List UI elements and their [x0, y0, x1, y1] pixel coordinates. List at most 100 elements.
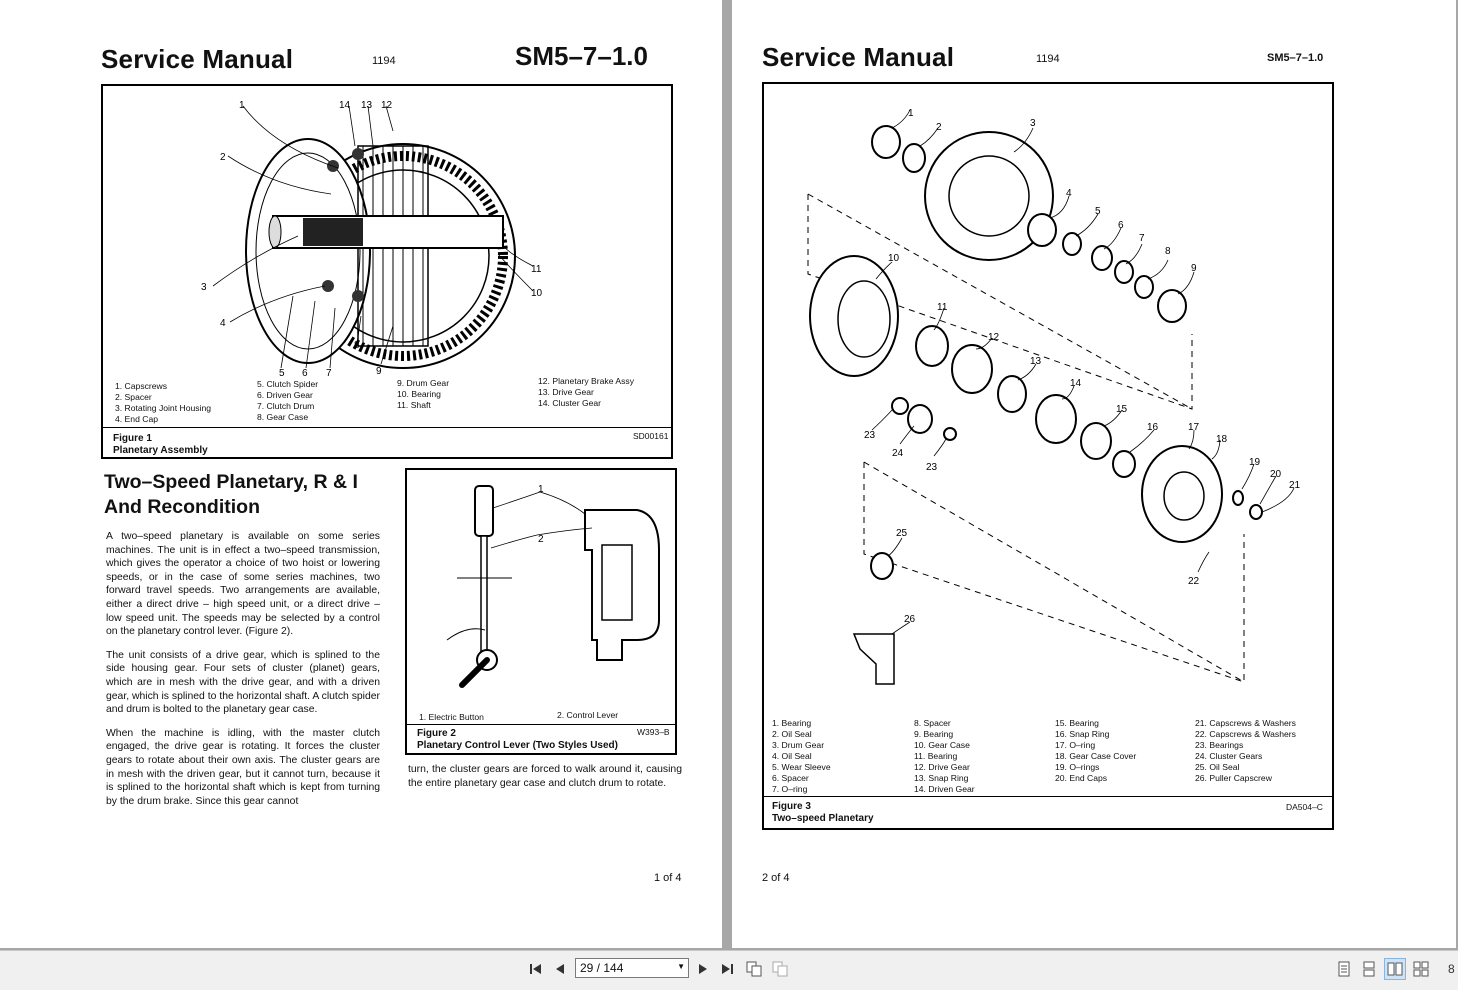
fig3-callout: 26: [904, 614, 916, 625]
first-page-icon[interactable]: [525, 958, 547, 980]
legend-item: 24. Cluster Gears: [1195, 751, 1263, 761]
legend-item: 13. Drive Gear: [538, 387, 594, 397]
page-number-field[interactable]: 29 / 144 ▼: [575, 958, 689, 978]
fig2-callout: 1: [538, 484, 544, 495]
zoom-value-partial[interactable]: 8: [1448, 962, 1455, 976]
chevron-down-icon[interactable]: ▼: [677, 962, 685, 971]
two-page-continuous-view-icon[interactable]: [1410, 958, 1432, 980]
left-page: Service Manual 1194 SM5–7–1.0: [0, 0, 722, 948]
fig1-callout: 1: [239, 100, 245, 111]
fig3-callout: 6: [1118, 220, 1124, 231]
fig3-callout: 13: [1030, 356, 1042, 367]
legend-item: 9. Bearing: [914, 729, 954, 739]
page-number-value: 29 / 144: [580, 961, 624, 975]
planetary-assembly-illustration: 1 2 3 4 5 6 7 8 9 10 11 12 13 14: [201, 100, 543, 379]
duplicate-page-icon[interactable]: [769, 958, 791, 980]
fig3-callout: 24: [892, 448, 904, 459]
legend-item: 7. O–ring: [772, 784, 808, 794]
figure-1-code: SD00161: [633, 431, 669, 441]
legend-item: 14. Driven Gear: [914, 784, 975, 794]
figure-3-callouts: 1 2 3 4 5 6 7 8 9 10 11 12 13 14 15 16 1…: [864, 108, 1301, 625]
figure-3-code: DA504–C: [1286, 802, 1323, 812]
single-page-view-icon[interactable]: [1333, 958, 1355, 980]
fig3-callout: 22: [1188, 576, 1200, 587]
fig1-callout: 5: [279, 368, 285, 379]
legend-item: 10. Gear Case: [914, 740, 970, 750]
legend-item: 15. Bearing: [1055, 718, 1099, 728]
legend-item: 2. Spacer: [115, 392, 152, 402]
caption-label: Figure 1: [113, 433, 152, 444]
fig2-legend-item-1: 1. Electric Button: [419, 712, 484, 722]
legend-item: 18. Gear Case Cover: [1055, 751, 1137, 761]
figure-2-caption-divider: [407, 724, 675, 725]
fig1-legend-col-2: 5. Clutch Spider 6. Driven Gear 7. Clutc…: [257, 379, 318, 423]
fig1-callout: 7: [326, 368, 332, 379]
legend-item: 3. Drum Gear: [772, 740, 825, 750]
fig1-callout: 9: [376, 366, 382, 377]
fig1-callout: 11: [531, 264, 542, 275]
fig3-callout: 20: [1270, 469, 1282, 480]
manual-code: SM5–7–1.0: [515, 41, 648, 71]
legend-item: 13. Snap Ring: [914, 773, 969, 783]
fig3-callout: 4: [1066, 188, 1072, 199]
next-page-icon[interactable]: [692, 958, 714, 980]
figure-3-box: 1 2 3 4 5 6 7 8 9 10 11 12 13 14 15 16 1…: [762, 82, 1334, 830]
fig3-callout: 1: [908, 108, 914, 119]
caption-title: Planetary Assembly: [113, 445, 208, 456]
manual-number: 1194: [1036, 53, 1060, 65]
two-page-view-icon[interactable]: [1384, 958, 1406, 980]
section-title-line: Two–Speed Planetary, R & I: [104, 471, 358, 493]
legend-item: 5. Clutch Spider: [257, 379, 319, 389]
legend-item: 25. Oil Seal: [1195, 762, 1240, 772]
fig1-callout: 14: [339, 100, 351, 111]
paragraph: A two–speed planetary is available on so…: [106, 531, 380, 638]
figure-1-caption-divider: [103, 427, 671, 428]
figure-2-code: W393–B: [637, 727, 670, 737]
fig3-callout: 9: [1191, 263, 1197, 274]
fig3-callout: 14: [1070, 378, 1082, 389]
figure-1-caption: Figure 1 Planetary Assembly: [113, 433, 208, 457]
copy-page-icon[interactable]: [743, 958, 765, 980]
page-title: Service Manual: [101, 44, 294, 74]
body-text-column: A two–speed planetary is available on so…: [106, 530, 380, 818]
legend-item: 10. Bearing: [397, 389, 441, 399]
fig1-callout: 3: [201, 282, 207, 293]
manual-code: SM5–7–1.0: [1267, 52, 1324, 64]
legend-item: 5. Wear Sleeve: [772, 762, 831, 772]
fig3-callout: 5: [1095, 206, 1101, 217]
figure-1-box: 1 2 3 4 5 6 7 8 9 10 11 12 13 14 1. Caps…: [101, 84, 673, 459]
fig3-callout: 2: [936, 122, 942, 133]
caption-label: Figure 2: [417, 728, 456, 739]
legend-item: 4. End Cap: [115, 414, 158, 424]
fig1-callout: 4: [220, 318, 226, 329]
two-speed-planetary-exploded-view: 1 2 3 4 5 6 7 8 9 10 11 12 13 14 15 16 1…: [807, 108, 1301, 685]
figure-3-caption-divider: [764, 796, 1332, 797]
previous-page-icon[interactable]: [549, 958, 571, 980]
fig3-callout: 8: [1165, 246, 1171, 257]
last-page-icon[interactable]: [716, 958, 738, 980]
caption-title: Planetary Control Lever (Two Styles Used…: [417, 740, 618, 751]
fig1-legend-col-4: 12. Planetary Brake Assy 13. Drive Gear …: [538, 376, 634, 409]
legend-item: 7. Clutch Drum: [257, 401, 315, 411]
figure-1-callouts: 1 2 3 4 5 6 7 8 9 10 11 12 13 14: [201, 100, 543, 379]
continuous-view-icon[interactable]: [1358, 958, 1380, 980]
continued-text: turn, the cluster gears are forced to wa…: [408, 764, 682, 789]
legend-item: 20. End Caps: [1055, 773, 1108, 783]
fig3-legend-col-1: 1. Bearing 2. Oil Seal 3. Drum Gear 4. O…: [772, 718, 831, 795]
fig2-callout: 2: [538, 534, 544, 545]
control-lever-illustration: 1 2: [446, 484, 660, 688]
fig3-callout: 23: [926, 462, 938, 473]
paragraph: When the machine is idling, with the mas…: [106, 727, 380, 807]
legend-item: 12. Planetary Brake Assy: [538, 376, 635, 386]
legend-item: 8. Gear Case: [257, 412, 309, 422]
fig3-callout: 3: [1030, 118, 1036, 129]
fig2-legend-item-2: 2. Control Lever: [557, 710, 619, 720]
paragraph: The unit consists of a drive gear, which…: [106, 649, 380, 716]
fig3-legend-col-4: 21. Capscrews & Washers 22. Capscrews & …: [1195, 718, 1296, 784]
legend-item: 11. Shaft: [397, 400, 431, 410]
legend-item: 21. Capscrews & Washers: [1195, 718, 1296, 728]
legend-item: 16. Snap Ring: [1055, 729, 1110, 739]
fig3-callout: 10: [888, 253, 900, 264]
fig3-callout: 21: [1289, 480, 1301, 491]
legend-item: 23. Bearings: [1195, 740, 1244, 750]
